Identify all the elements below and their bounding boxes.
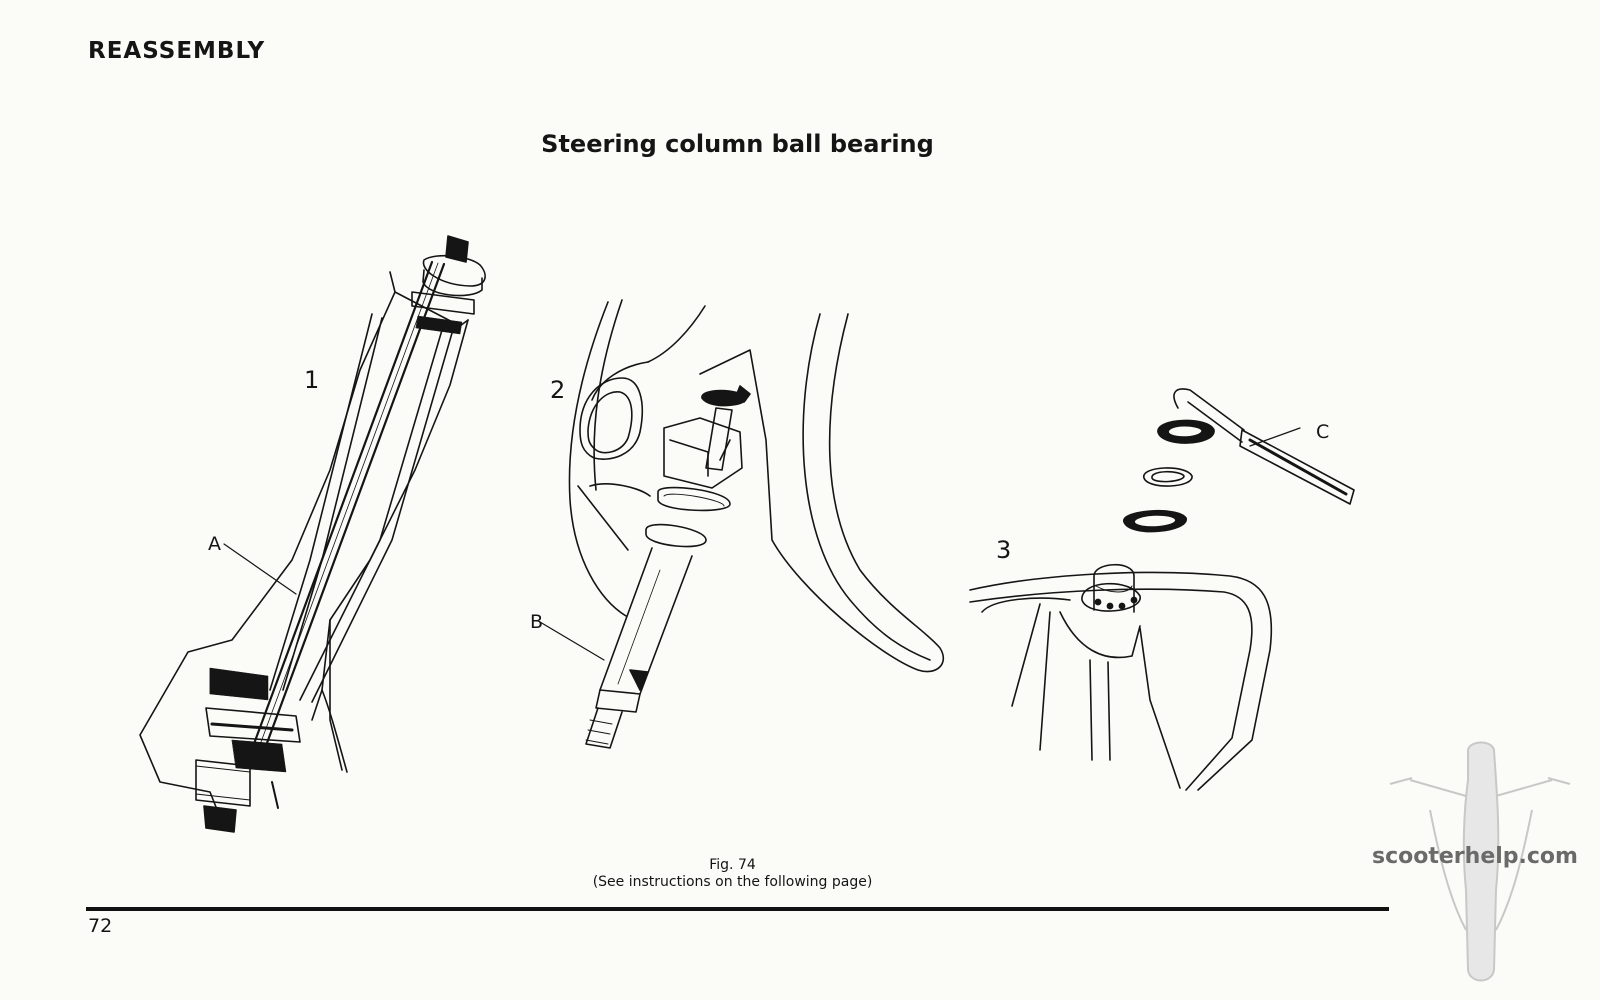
view-3-bearing-rings: 3 C — [969, 388, 1355, 791]
scooter-watermark-icon — [1389, 741, 1571, 982]
view-3-number: 3 — [996, 536, 1011, 564]
view-1-steering-tube-section: 1 A — [139, 235, 486, 833]
view-2-steering-column: 2 B — [530, 299, 945, 749]
figure-caption: Fig. 74 (See instructions on the followi… — [0, 857, 1465, 891]
part-label-a: A — [208, 533, 221, 555]
figure-number: Fig. 74 — [709, 857, 756, 873]
view-1-number: 1 — [304, 366, 319, 394]
section-heading: REASSEMBLY — [88, 38, 266, 64]
part-label-b: B — [530, 611, 543, 633]
figure-note: (See instructions on the following page) — [592, 874, 873, 890]
figure-title: Steering column ball bearing — [541, 130, 934, 158]
part-label-c: C — [1316, 421, 1329, 443]
footer-rule — [86, 907, 1389, 911]
page-number: 72 — [88, 915, 113, 937]
watermark-text: scooterhelp.com — [1372, 844, 1578, 869]
view-2-number: 2 — [550, 376, 565, 404]
